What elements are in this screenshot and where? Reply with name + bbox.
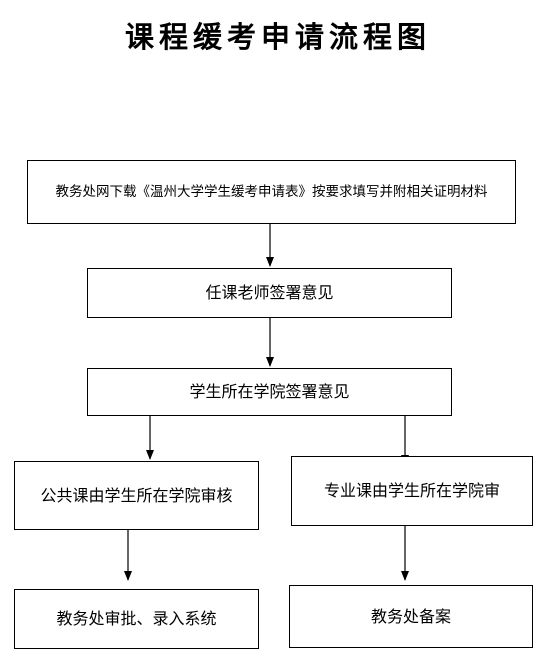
- step-teacher-opinion: 任课老师签署意见: [87, 268, 452, 318]
- step-college-opinion: 学生所在学院签署意见: [87, 368, 452, 416]
- step-major-course-review-label: 专业课由学生所在学院审: [323, 481, 500, 500]
- step-filing-label: 教务处备案: [370, 606, 451, 626]
- step-download-form-label: 教务处网下载《温州大学学生缓考申请表》按要求填写并附相关证明材料: [55, 184, 488, 200]
- step-teacher-opinion-label: 任课老师签署意见: [205, 283, 334, 302]
- step-approve-record-label: 教务处审批、录入系统: [56, 609, 217, 628]
- step-filing: 教务处备案: [289, 585, 533, 648]
- step-major-course-review: 专业课由学生所在学院审: [291, 456, 533, 526]
- step-public-course-review: 公共课由学生所在学院审核: [14, 461, 259, 530]
- flowchart-title: 课程缓考申请流程图: [124, 20, 431, 54]
- step-approve-record: 教务处审批、录入系统: [14, 589, 259, 649]
- step-download-form: 教务处网下载《温州大学学生缓考申请表》按要求填写并附相关证明材料: [27, 160, 516, 224]
- step-college-opinion-label: 学生所在学院签署意见: [189, 382, 350, 401]
- step-public-course-review-label: 公共课由学生所在学院审核: [40, 485, 233, 505]
